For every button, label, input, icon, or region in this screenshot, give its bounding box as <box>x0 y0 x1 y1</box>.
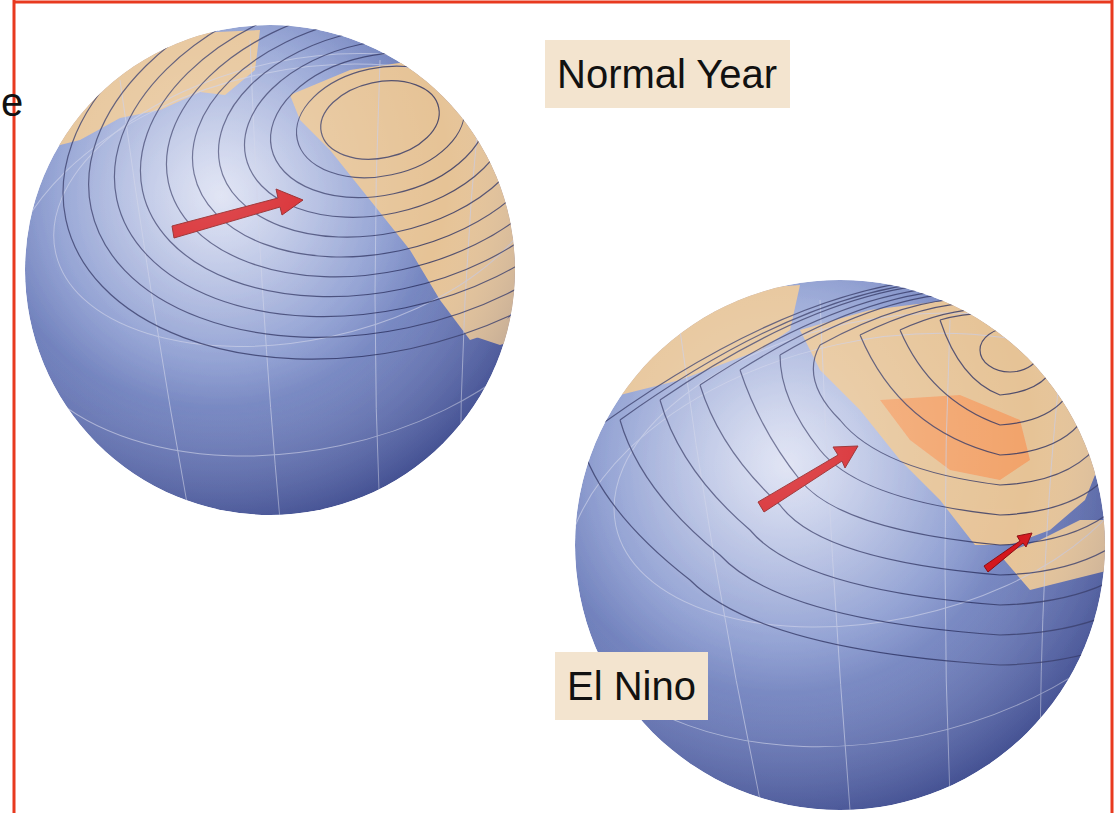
cropped-letter: e <box>1 78 23 126</box>
panel-title: El Nino <box>567 662 696 710</box>
frame-line <box>14 1 1113 4</box>
globe-el-nino <box>525 267 1115 810</box>
panel-title: Normal Year <box>557 50 778 98</box>
label-box: El Nino <box>555 652 708 720</box>
label-box: Normal Year <box>545 40 790 108</box>
frame-line <box>1111 0 1114 813</box>
